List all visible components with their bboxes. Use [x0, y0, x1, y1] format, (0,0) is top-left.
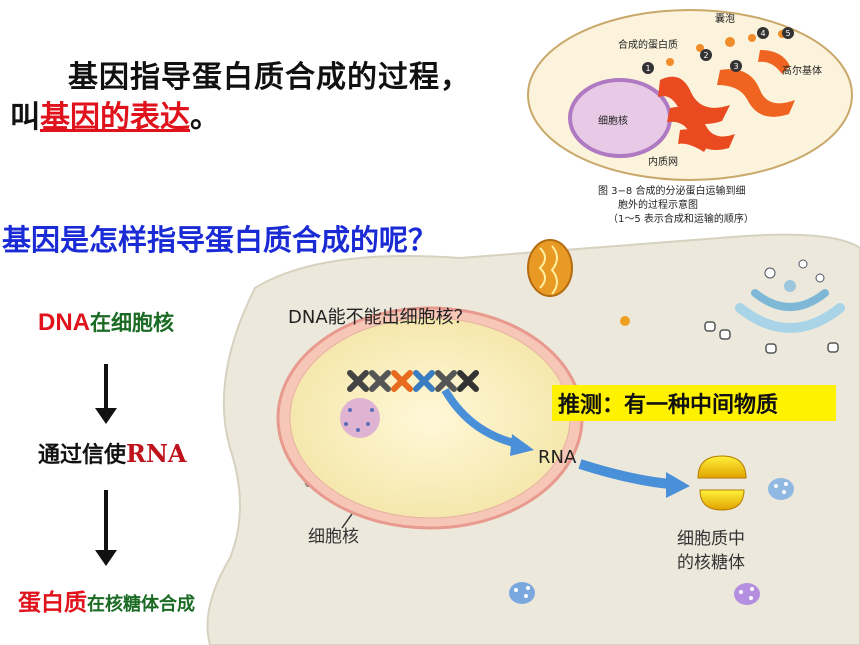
nucleus-label: 细胞核 [308, 527, 359, 547]
small-ribosome [620, 316, 630, 326]
svg-text:4: 4 [760, 29, 765, 38]
cell-diagram [206, 233, 860, 645]
textbook-step-markers: 1 2 3 4 5 [642, 27, 794, 74]
flow-step-dna: DNA在细胞核 [38, 309, 174, 336]
rna-label: RNA [538, 447, 577, 468]
golgi-right [735, 259, 845, 333]
svg-text:1: 1 [645, 64, 650, 73]
slide-title-line2: 叫基因的表达。 [10, 92, 220, 136]
dna-to-rna-arrow-head [510, 434, 534, 456]
flow-arrow-2 [95, 490, 117, 566]
hypothesis-box: 推测：有一种中间物质 [552, 385, 836, 421]
ribosome-label-line2: 的核糖体 [677, 553, 745, 573]
textbook-caption-line3: （1～5 表示合成和运输的顺序） [608, 212, 754, 225]
nucleus-pointer [341, 513, 353, 529]
flow-arrow-1 [95, 364, 117, 424]
ribosome-large-subunit [697, 455, 747, 479]
textbook-caption-line1: 图 3−8 合成的分泌蛋白运输到细 [598, 184, 745, 197]
nucleus [289, 317, 571, 519]
textbook-label-er: 内质网 [648, 155, 678, 168]
ribosome-small-subunit [699, 489, 745, 511]
mitochondrion [527, 239, 573, 297]
rna-to-ribosome-arrow-head [666, 472, 690, 498]
textbook-label-synth-protein: 合成的蛋白质 [618, 38, 678, 51]
svg-text:2: 2 [703, 51, 708, 60]
textbook-label-golgi: 高尔基体 [782, 64, 822, 77]
dna-question-label: DNA能不能出细胞核？ [288, 307, 472, 328]
granule-dots [514, 482, 788, 600]
nucleolus-dots [344, 408, 374, 432]
question-heading: 基因是怎样指导蛋白质合成的呢？ [2, 223, 438, 257]
vesicles [704, 321, 839, 354]
title-suffix: 。 [190, 100, 220, 135]
svg-text:3: 3 [733, 62, 738, 71]
gene-expression-term: 基因的表达 [40, 100, 190, 135]
textbook-er [658, 50, 795, 152]
textbook-caption-line2: 胞外的过程示意图 [618, 198, 698, 211]
flow-step-protein: 蛋白质在核糖体合成 [18, 589, 195, 616]
flow-step-mrna: 通过信使RNA [38, 439, 187, 468]
slide-title-line1: 基因指导蛋白质合成的过程， [68, 60, 471, 95]
textbook-label-vesicle: 囊泡 [715, 12, 735, 25]
textbook-label-nucleus: 细胞核 [598, 114, 628, 127]
dna-to-rna-arrow [441, 387, 519, 448]
nucleolus [340, 398, 380, 438]
dna-helix [347, 370, 479, 392]
textbook-figure: 1 2 3 4 5 囊泡 合成的蛋白质 高尔基体 细胞核 内质网 图 3−8 合… [527, 9, 853, 225]
ribosome-label-line1: 细胞质中 [677, 529, 745, 549]
rna-to-ribosome-arrow [578, 459, 671, 489]
svg-text:5: 5 [785, 29, 790, 38]
title-prefix: 叫 [10, 100, 40, 135]
